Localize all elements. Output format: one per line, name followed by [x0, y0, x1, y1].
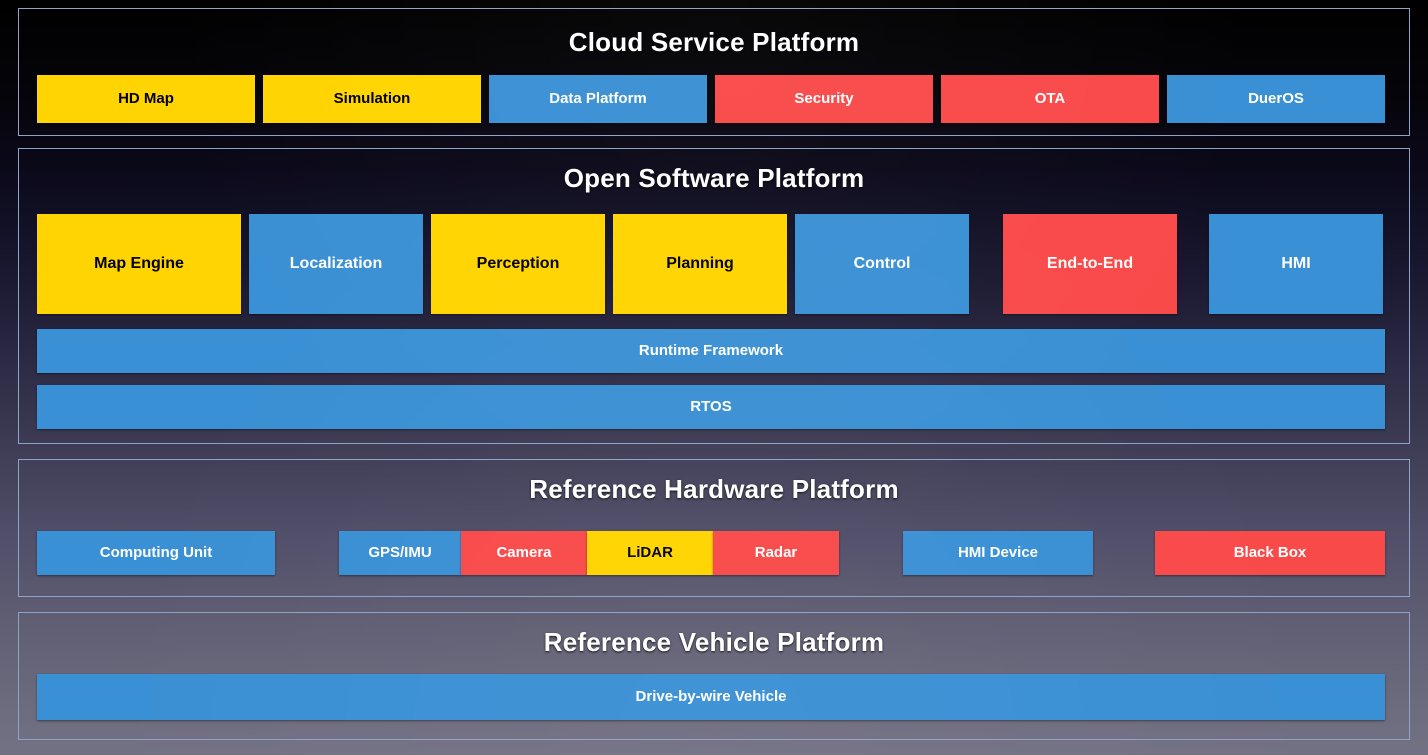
- box-perception[interactable]: Perception: [431, 214, 605, 314]
- box-gps-imu[interactable]: GPS/IMU: [339, 531, 461, 575]
- layer-cloud-service-platform: Cloud Service Platform HD Map Simulation…: [18, 8, 1410, 136]
- box-drive-by-wire-vehicle[interactable]: Drive-by-wire Vehicle: [37, 674, 1385, 720]
- layer-title-open-software-platform: Open Software Platform: [563, 163, 865, 193]
- layer-reference-vehicle-platform: Reference Vehicle Platform Drive-by-wire…: [18, 612, 1410, 740]
- bar-rtos[interactable]: RTOS: [37, 385, 1385, 429]
- box-simulation[interactable]: Simulation: [263, 75, 481, 123]
- box-hd-map[interactable]: HD Map: [37, 75, 255, 123]
- box-lidar[interactable]: LiDAR: [587, 531, 713, 575]
- box-planning[interactable]: Planning: [613, 214, 787, 314]
- box-ota[interactable]: OTA: [941, 75, 1159, 123]
- layer-title-reference-hardware-platform: Reference Hardware Platform: [529, 474, 899, 504]
- layer-open-software-platform: Open Software Platform Map Engine Locali…: [18, 148, 1410, 444]
- layer-title-cloud-service-platform: Cloud Service Platform: [568, 27, 860, 57]
- box-localization[interactable]: Localization: [249, 214, 423, 314]
- box-hmi[interactable]: HMI: [1209, 214, 1383, 314]
- box-radar[interactable]: Radar: [713, 531, 839, 575]
- box-control[interactable]: Control: [795, 214, 969, 314]
- box-camera[interactable]: Camera: [461, 531, 587, 575]
- box-black-box[interactable]: Black Box: [1155, 531, 1385, 575]
- box-dueros[interactable]: DuerOS: [1167, 75, 1385, 123]
- box-hmi-device[interactable]: HMI Device: [903, 531, 1093, 575]
- box-security[interactable]: Security: [715, 75, 933, 123]
- bar-runtime-framework[interactable]: Runtime Framework: [37, 329, 1385, 373]
- layer-reference-hardware-platform: Reference Hardware Platform Computing Un…: [18, 459, 1410, 597]
- box-end-to-end[interactable]: End-to-End: [1003, 214, 1177, 314]
- layer-title-reference-vehicle-platform: Reference Vehicle Platform: [543, 627, 885, 657]
- box-data-platform[interactable]: Data Platform: [489, 75, 707, 123]
- box-computing-unit[interactable]: Computing Unit: [37, 531, 275, 575]
- box-map-engine[interactable]: Map Engine: [37, 214, 241, 314]
